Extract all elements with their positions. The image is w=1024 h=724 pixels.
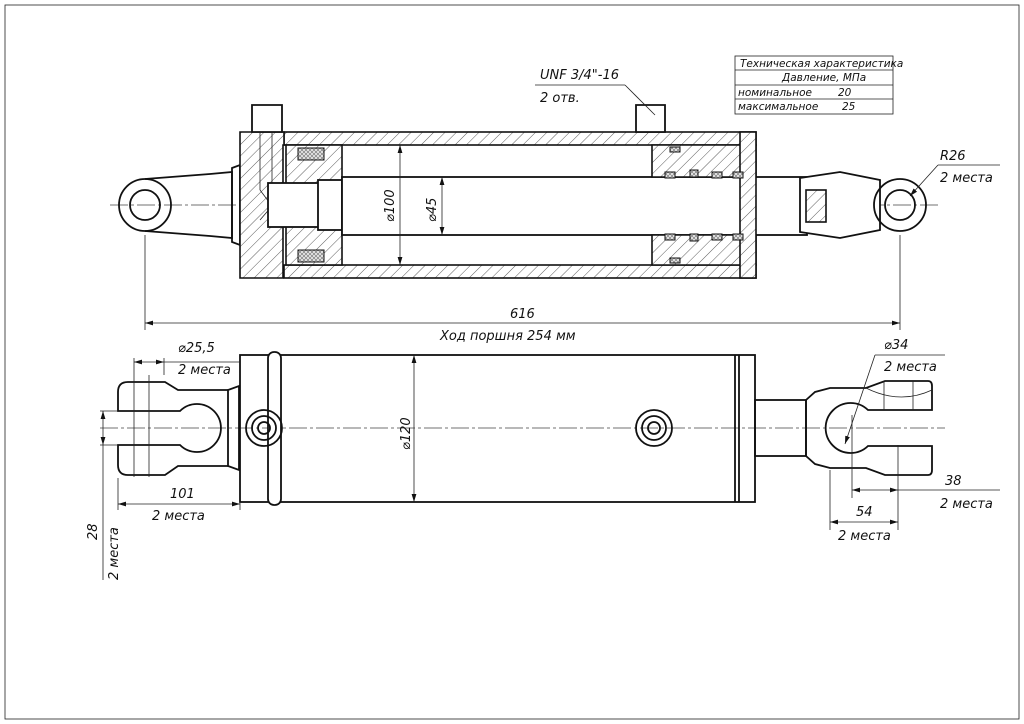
stroke-label: Ход поршня 254 мм — [439, 329, 576, 344]
section-view: ⌀100 ⌀45 UNF 3/4"-16 2 отв. R26 2 места … — [110, 68, 1000, 344]
pin-dia-left-label: ⌀25,5 — [178, 341, 215, 356]
spec-table: Техническая характеристика Давление, МПа… — [734, 55, 903, 115]
rod-diameter-label: ⌀45 — [425, 198, 440, 222]
port-thread-label: UNF 3/4"-16 — [540, 68, 619, 83]
clevis-length-label: 101 — [170, 487, 195, 502]
pin-dia-right-label: ⌀34 — [884, 338, 908, 353]
spec-row-value: 25 — [842, 101, 856, 113]
spec-row-label: максимальное — [738, 101, 818, 113]
pin-dia-right-note: 2 места — [884, 360, 937, 375]
spec-subtitle: Давление, МПа — [781, 72, 866, 84]
body-diameter-label: ⌀120 — [399, 417, 414, 450]
dim-54-note: 2 места — [838, 529, 891, 544]
eye-radius-note: 2 места — [940, 171, 993, 186]
dim-38-label: 38 — [945, 474, 962, 489]
bore-diameter-label: ⌀100 — [383, 189, 398, 222]
clevis-length-note: 2 места — [152, 509, 205, 524]
slot-width-label: 28 — [86, 523, 101, 540]
port-count-label: 2 отв. — [540, 91, 580, 106]
slot-width-note: 2 места — [107, 527, 122, 580]
spec-row-value: 20 — [838, 87, 852, 99]
dim-54-label: 54 — [856, 505, 873, 520]
pin-dia-left-note: 2 места — [178, 363, 231, 378]
spec-row-label: номинальное — [738, 87, 812, 99]
overall-length-label: 616 — [510, 307, 535, 322]
plan-view: ⌀120 ⌀25,5 2 места 101 2 места 28 2 мест… — [86, 338, 1000, 580]
dim-38-note: 2 места — [940, 497, 993, 512]
eye-radius-label: R26 — [940, 149, 966, 164]
spec-title: Техническая характеристика — [740, 58, 903, 70]
drawing-frame — [4, 4, 1020, 720]
